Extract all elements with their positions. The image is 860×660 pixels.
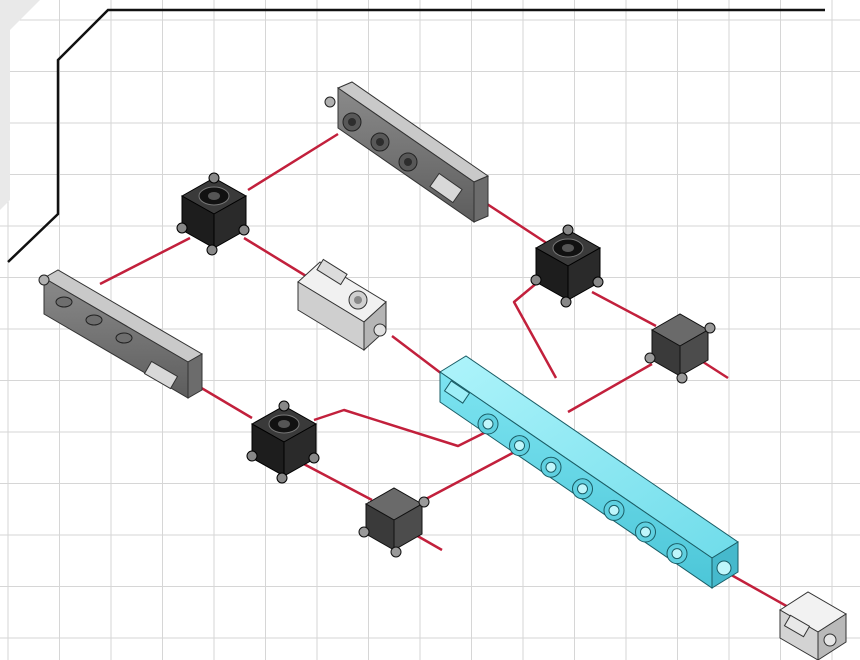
beam-hole-core — [577, 483, 588, 495]
black-hub-hub-3[interactable] — [246, 400, 320, 484]
grey-beam-top[interactable] — [324, 81, 490, 223]
black-hub-hub-1[interactable] — [176, 172, 250, 256]
beam-hole-core — [671, 548, 683, 560]
hub-peg — [208, 172, 220, 184]
cyan-beam[interactable] — [439, 355, 739, 589]
hub-peg — [562, 224, 574, 236]
beam-hole-core — [482, 418, 494, 430]
hub-peg — [592, 276, 604, 288]
beam-hole-core — [545, 461, 557, 473]
cube-peg — [390, 546, 402, 558]
wire-cube1-cyan — [567, 362, 653, 414]
hub-peg — [206, 244, 218, 256]
wires — [99, 132, 791, 610]
wire-hub1-white — [243, 236, 307, 278]
cube-peg — [358, 526, 370, 538]
beam-hole-core — [514, 440, 525, 452]
hub-peg — [238, 224, 250, 236]
cyan-beam-holes — [477, 413, 688, 565]
beam-hole-core — [608, 504, 620, 516]
hub-peg — [308, 452, 320, 464]
wire-cube1-out — [699, 358, 729, 380]
wire-hub3-cube2 — [299, 460, 373, 502]
hub-peg — [560, 296, 572, 308]
wire-cyan-plug — [725, 570, 791, 610]
hub-peg — [530, 274, 542, 286]
wire-hub3-cyan — [313, 408, 495, 448]
wire-beamtop-hub2 — [483, 200, 549, 246]
wire-hub2-cyan — [512, 281, 558, 379]
hub-peg — [176, 222, 188, 234]
hub-peg — [278, 400, 290, 412]
hub-peg — [246, 450, 258, 462]
cube-peg — [676, 372, 688, 384]
frame-outline — [7, 8, 825, 263]
wire-cube2-cyan — [423, 446, 523, 502]
grey-cube-2[interactable] — [358, 487, 430, 558]
grey-cube-1[interactable] — [644, 313, 716, 384]
wire-hub1-beamtop — [247, 132, 339, 192]
cube-peg — [418, 496, 430, 508]
black-hub-hub-2[interactable] — [530, 224, 604, 308]
wire-beamleft-hub1 — [99, 236, 191, 286]
wire-hub2-cube1 — [591, 290, 657, 328]
wire-cube2-out — [413, 532, 443, 552]
grey-beam-left[interactable] — [38, 269, 203, 399]
hub-peg — [276, 472, 288, 484]
frame-shadow — [0, 0, 40, 210]
white-plug[interactable] — [779, 591, 847, 660]
beam-hole-core — [640, 526, 651, 538]
cube-peg — [644, 352, 656, 364]
cube-peg — [704, 322, 716, 334]
white-block[interactable] — [297, 258, 387, 352]
